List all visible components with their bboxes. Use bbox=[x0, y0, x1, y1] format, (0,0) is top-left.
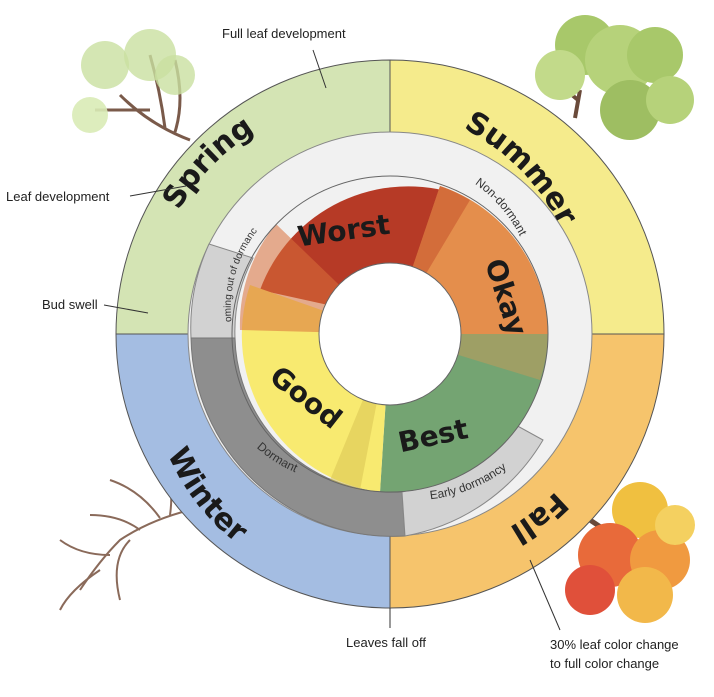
fall-tree-icon bbox=[565, 482, 695, 623]
leaf-dev-leader bbox=[129, 185, 187, 197]
leaf-dev-callout: Leaf development bbox=[6, 189, 110, 204]
summer-tree-icon bbox=[535, 15, 694, 140]
bud-swell-callout: Bud swell bbox=[42, 297, 98, 312]
full-leaf-callout: Full leaf development bbox=[222, 26, 346, 41]
leaves-fall-callout: Leaves fall off bbox=[346, 635, 426, 650]
spring-tree-icon bbox=[72, 29, 195, 142]
full-leaf-leader bbox=[312, 49, 327, 89]
color-change-leader bbox=[529, 559, 561, 631]
color-change-callout-line1: 30% leaf color change bbox=[550, 637, 679, 652]
bud-swell-leader bbox=[103, 304, 149, 314]
center-hole bbox=[318, 262, 462, 406]
winter-tree-icon bbox=[59, 464, 191, 611]
color-change-callout-line2: to full color change bbox=[550, 656, 660, 671]
